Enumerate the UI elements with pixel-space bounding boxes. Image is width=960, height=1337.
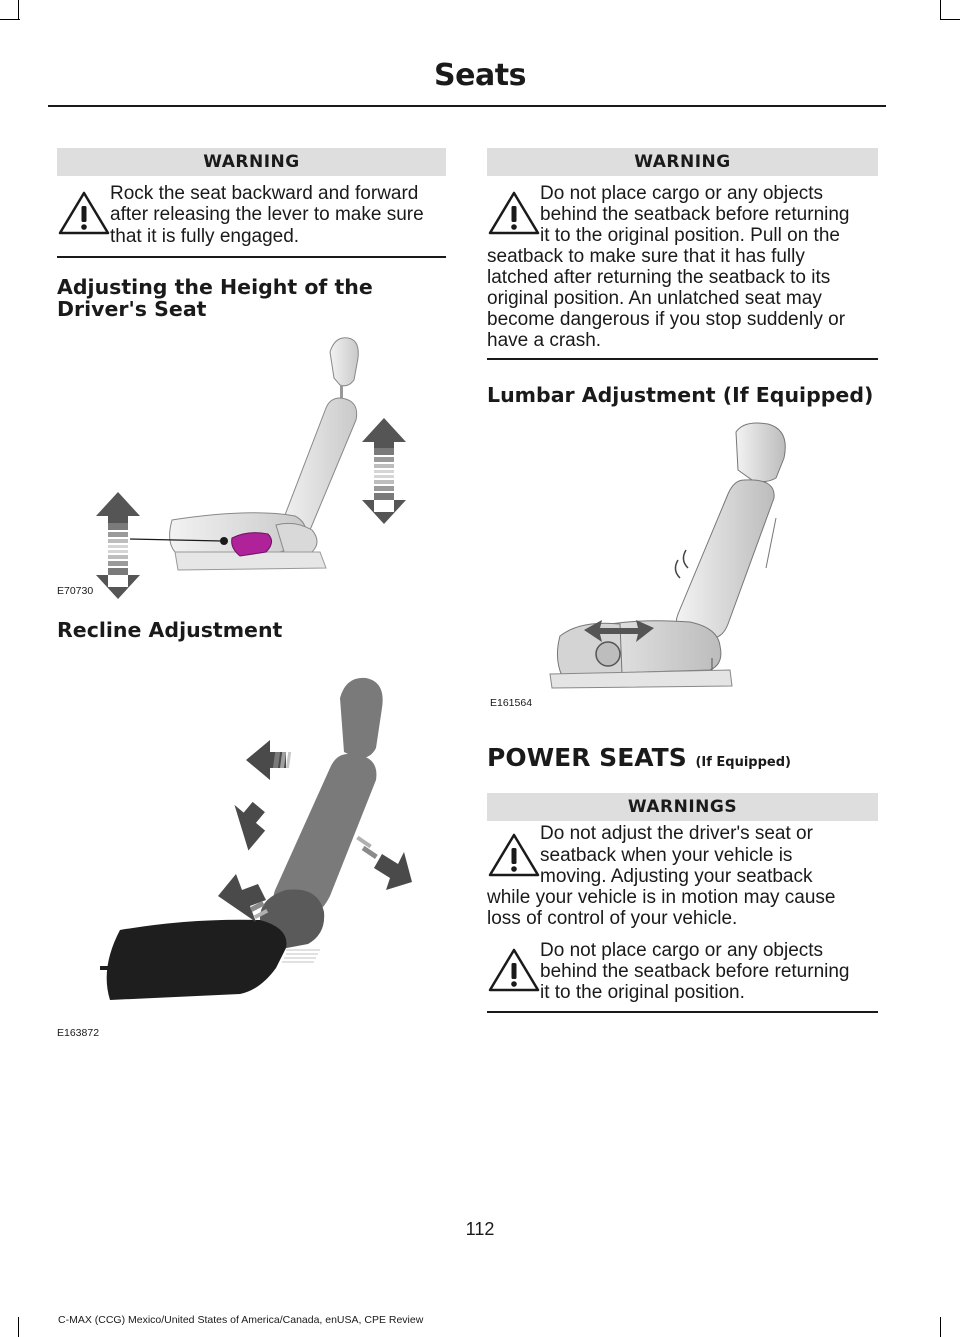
warning-label: WARNING (487, 148, 878, 176)
warning-text-line: it to the original position. (540, 982, 745, 1003)
warning-text-line: seatback to make sure that it has fully (487, 246, 805, 267)
warning-text-line: loss of control of your vehicle. (487, 908, 738, 929)
lumbar-illustration (540, 418, 850, 708)
power-seats-title: POWER SEATS (487, 743, 687, 772)
warning-text-line: have a crash. (487, 330, 602, 351)
crop-mark-top-left-v (18, 0, 19, 20)
crop-mark-bottom-right-v (940, 1317, 941, 1337)
crop-mark-top-right-h (940, 19, 960, 20)
warnings-label: WARNINGS (487, 793, 878, 821)
page-title: Seats (434, 58, 526, 93)
warning-text-line: while your vehicle is in motion may caus… (487, 887, 836, 908)
warning-end-rule (487, 1011, 878, 1013)
warning-text-line: Do not place cargo or any objects (540, 940, 824, 961)
warning-text-line: seatback when your vehicle is (540, 845, 793, 866)
page-number: 112 (465, 1219, 495, 1239)
crop-mark-bottom-left-v (18, 1317, 19, 1337)
section-heading-seat-height: Adjusting the Height of the Driver's Sea… (57, 275, 373, 321)
warning-end-rule (57, 256, 446, 258)
warning-triangle-icon (488, 832, 540, 878)
warning-triangle-icon (488, 947, 540, 993)
document-footer: C-MAX (CCG) Mexico/United States of Amer… (58, 1314, 424, 1326)
warning-text-line: behind the seatback before returning (540, 204, 850, 225)
warning-text-line: Do not place cargo or any objects (540, 183, 824, 204)
power-seats-suffix: (If Equipped) (695, 755, 791, 770)
crop-mark-top-left-h (0, 19, 20, 20)
warning-end-rule (487, 358, 878, 360)
seat-height-illustration (90, 330, 430, 600)
figure-code: E161564 (490, 697, 533, 709)
warning-text: Rock the seat backward and forward after… (110, 183, 424, 247)
recline-illustration (90, 668, 430, 1013)
warning-text-line: latched after returning the seatback to … (487, 267, 831, 288)
section-heading-recline: Recline Adjustment (57, 618, 283, 642)
section-heading-power-seats: POWER SEATS (If Equipped) (487, 743, 791, 772)
header-rule (48, 105, 886, 107)
warning-triangle-icon (58, 190, 110, 236)
warning-text-line: Do not adjust the driver's seat or (540, 823, 813, 844)
warning-text-line: it to the original position. Pull on the (540, 225, 840, 246)
crop-mark-top-right-v (940, 0, 941, 20)
section-heading-lumbar: Lumbar Adjustment (If Equipped) (487, 383, 874, 407)
figure-code: E70730 (57, 585, 94, 597)
warning-text-line: original position. An unlatched seat may (487, 288, 822, 309)
warning-text-line: become dangerous if you stop suddenly or (487, 309, 846, 330)
warning-label: WARNING (57, 148, 446, 176)
warning-text-line: moving. Adjusting your seatback (540, 866, 813, 887)
warning-triangle-icon (488, 190, 540, 236)
figure-code: E163872 (57, 1027, 100, 1039)
warning-text-line: behind the seatback before returning (540, 961, 850, 982)
